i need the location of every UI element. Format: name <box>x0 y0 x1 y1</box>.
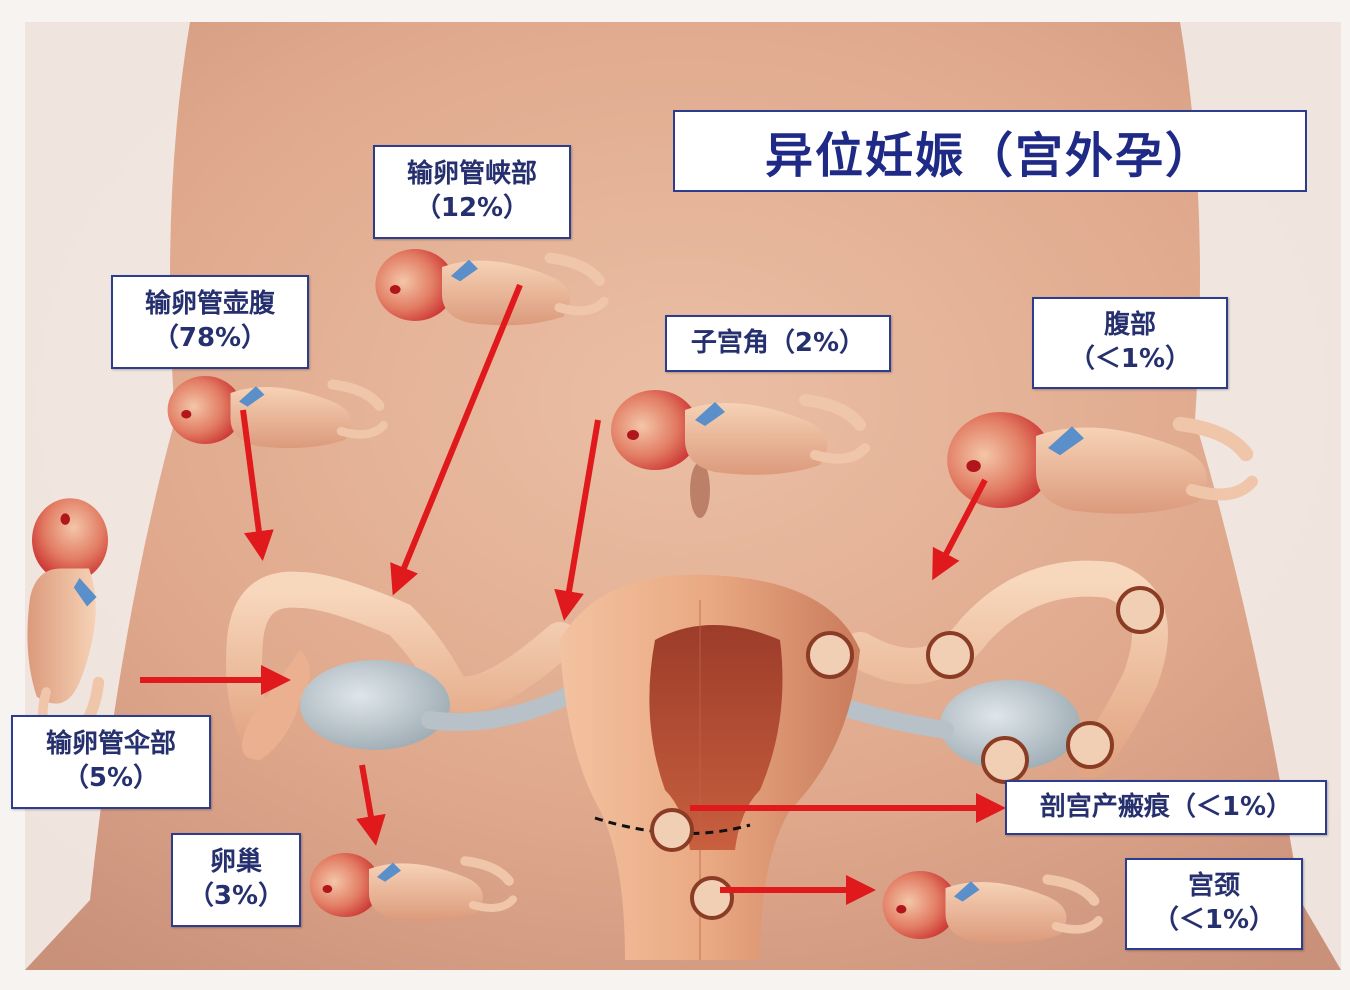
uterine-cavity <box>649 625 783 850</box>
label-ampulla-pct: （78%） <box>152 323 268 353</box>
label-ovary: 卵巢 （3%） <box>171 833 301 927</box>
title: 异位妊娠（宫外孕） <box>764 128 1215 184</box>
navel <box>690 462 710 518</box>
label-cornual-name: 子宫角（2%） <box>690 327 866 358</box>
embryo-sacs <box>650 586 1164 920</box>
label-isthmus-pct: （12%） <box>414 193 530 223</box>
title-box: 异位妊娠（宫外孕） <box>673 110 1307 192</box>
label-fimbrial: 输卵管伞部 （5%） <box>11 715 211 809</box>
label-ovary-pct: （3%） <box>187 881 285 911</box>
left-fimbria <box>242 650 310 760</box>
label-ovary-name: 卵巢 <box>209 847 262 878</box>
label-isthmus: 输卵管峡部 （12%） <box>373 145 571 239</box>
label-cervix: 宫颈 （＜1%） <box>1125 858 1303 950</box>
right-ovary <box>940 680 1080 770</box>
label-ampulla-name: 输卵管壶腹 <box>144 289 275 320</box>
label-abdominal-pct: （＜1%） <box>1068 344 1192 374</box>
label-cornual: 子宫角（2%） <box>665 315 891 372</box>
label-ampulla: 输卵管壶腹 （78%） <box>111 275 309 369</box>
label-abdominal: 腹部 （＜1%） <box>1032 297 1228 389</box>
label-cervix-name: 宫颈 <box>1187 871 1240 902</box>
label-cesarean: 剖宫产瘢痕（＜1%） <box>1005 780 1327 835</box>
label-cervix-pct: （＜1%） <box>1152 905 1276 935</box>
label-fimbrial-pct: （5%） <box>62 763 160 793</box>
left-ovary <box>300 660 450 750</box>
label-isthmus-name: 输卵管峡部 <box>406 159 537 190</box>
arrows <box>140 283 1006 905</box>
label-fimbrial-name: 输卵管伞部 <box>45 729 176 760</box>
label-cesarean-name: 剖宫产瘢痕（＜1%） <box>1039 791 1293 822</box>
label-abdominal-name: 腹部 <box>1103 310 1156 341</box>
left-fallopian-tube <box>226 571 578 758</box>
cesarean-scar-line <box>594 816 751 835</box>
